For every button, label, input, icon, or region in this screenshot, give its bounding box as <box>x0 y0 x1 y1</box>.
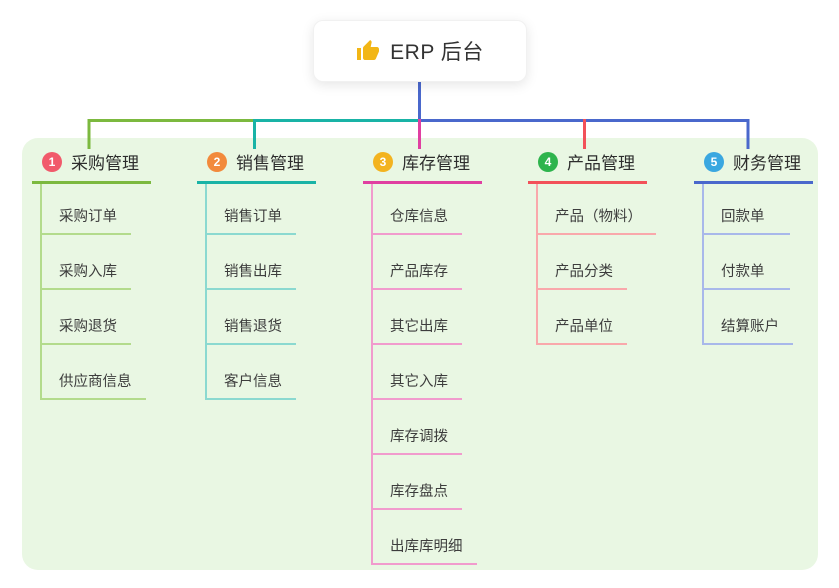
branch-purchase: 1 采购管理 采购订单 采购入库 采购退货 供应商信息 <box>32 147 151 400</box>
branches-background-panel <box>22 138 818 570</box>
node-sales-order[interactable]: 销售订单 <box>207 184 296 235</box>
node-sales-outbound[interactable]: 销售出库 <box>207 235 296 290</box>
root-title: ERP 后台 <box>390 41 484 64</box>
branch-header-finance[interactable]: 5 财务管理 <box>694 147 813 184</box>
node-stock-transfer[interactable]: 库存调拨 <box>373 400 462 455</box>
node-other-inbound[interactable]: 其它入库 <box>373 345 462 400</box>
node-warehouse-info[interactable]: 仓库信息 <box>373 184 462 235</box>
branch-label-purchase: 采购管理 <box>71 154 139 173</box>
node-payment-order[interactable]: 付款单 <box>704 235 790 290</box>
node-product-unit[interactable]: 产品单位 <box>538 290 627 345</box>
node-sales-return[interactable]: 销售退货 <box>207 290 296 345</box>
branch-label-finance: 财务管理 <box>733 154 801 173</box>
branch-header-purchase[interactable]: 1 采购管理 <box>32 147 151 184</box>
branch-badge-3: 3 <box>373 151 393 172</box>
node-purchase-inbound[interactable]: 采购入库 <box>42 235 131 290</box>
branch-badge-4: 4 <box>538 151 558 172</box>
branch-product: 4 产品管理 产品（物料） 产品分类 产品单位 <box>528 147 656 345</box>
branch-sales: 2 销售管理 销售订单 销售出库 销售退货 客户信息 <box>197 147 316 400</box>
root-node[interactable]: ERP 后台 <box>313 20 527 82</box>
branch-label-product: 产品管理 <box>567 154 635 173</box>
branch-inventory: 3 库存管理 仓库信息 产品库存 其它出库 其它入库 库存调拨 库存盘点 出库库… <box>363 147 482 565</box>
branch-finance: 5 财务管理 回款单 付款单 结算账户 <box>694 147 813 345</box>
branch-header-inventory[interactable]: 3 库存管理 <box>363 147 482 184</box>
node-settlement-account[interactable]: 结算账户 <box>704 290 793 345</box>
node-other-outbound[interactable]: 其它出库 <box>373 290 462 345</box>
branch-header-sales[interactable]: 2 销售管理 <box>197 147 316 184</box>
node-product-stock[interactable]: 产品库存 <box>373 235 462 290</box>
branch-children-sales: 销售订单 销售出库 销售退货 客户信息 <box>205 184 296 400</box>
branch-children-finance: 回款单 付款单 结算账户 <box>702 184 793 345</box>
node-supplier-info[interactable]: 供应商信息 <box>42 345 146 400</box>
branch-badge-1: 1 <box>42 151 62 172</box>
branch-label-sales: 销售管理 <box>236 154 304 173</box>
branch-children-product: 产品（物料） 产品分类 产品单位 <box>536 184 656 345</box>
node-customer-info[interactable]: 客户信息 <box>207 345 296 400</box>
node-product-category[interactable]: 产品分类 <box>538 235 627 290</box>
node-stock-taking[interactable]: 库存盘点 <box>373 455 462 510</box>
node-purchase-order[interactable]: 采购订单 <box>42 184 131 235</box>
node-receipt-order[interactable]: 回款单 <box>704 184 790 235</box>
branch-children-inventory: 仓库信息 产品库存 其它出库 其它入库 库存调拨 库存盘点 出库库明细 <box>371 184 477 565</box>
node-purchase-return[interactable]: 采购退货 <box>42 290 131 345</box>
branch-badge-5: 5 <box>704 151 724 172</box>
branch-badge-2: 2 <box>207 151 227 172</box>
node-product-material[interactable]: 产品（物料） <box>538 184 656 235</box>
thumbs-up-icon <box>356 39 380 63</box>
branch-label-inventory: 库存管理 <box>402 154 470 173</box>
branch-header-product[interactable]: 4 产品管理 <box>528 147 647 184</box>
node-outbound-detail[interactable]: 出库库明细 <box>373 510 477 565</box>
branch-children-purchase: 采购订单 采购入库 采购退货 供应商信息 <box>40 184 146 400</box>
